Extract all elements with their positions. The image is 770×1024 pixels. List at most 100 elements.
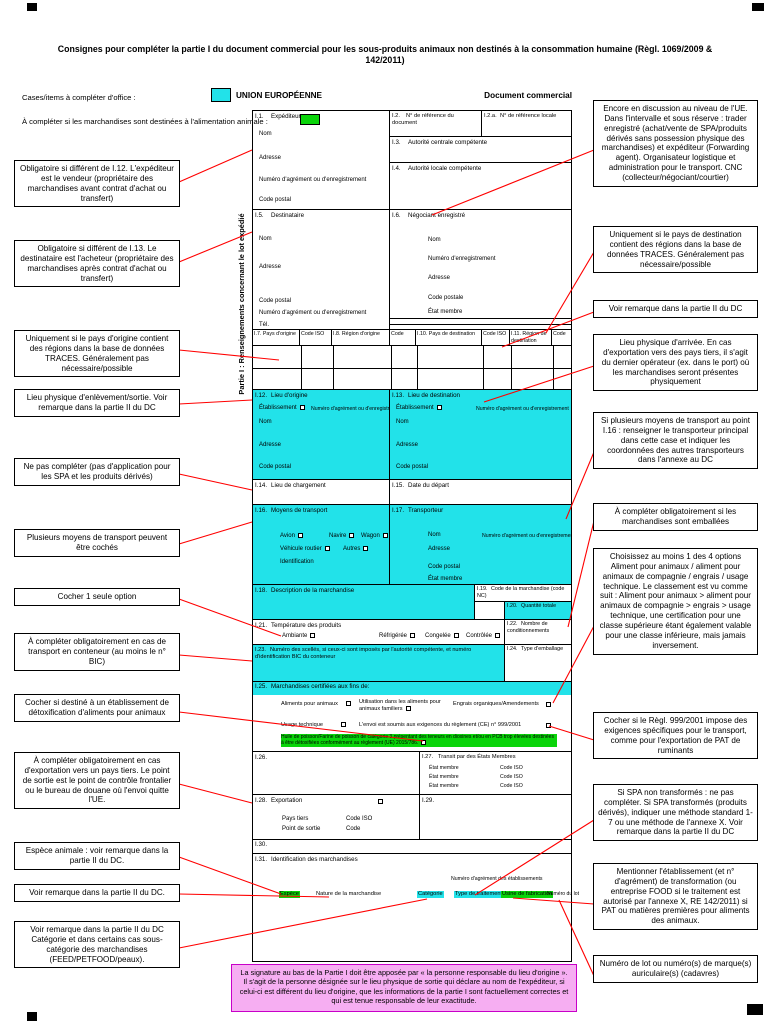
field-i20-quantite: I.20.Quantité totale xyxy=(505,602,572,620)
field-i2-reference: I.2.N° de référence du document xyxy=(390,110,482,137)
field-i3-autorite-centrale: I.3. Autorité centrale compétente xyxy=(390,137,572,163)
i16-autres-label: Autres xyxy=(343,546,361,552)
i4-title: Autorité locale compétente xyxy=(408,165,482,172)
i1-num: I.1. xyxy=(255,113,264,120)
i17-num: I.17. xyxy=(392,507,405,514)
field-i7-pays-origine: I.7. Pays d'origine xyxy=(252,330,300,346)
i25-opt1-label: Aliments pour animaux xyxy=(281,701,338,707)
checkbox-vehicule-routier[interactable] xyxy=(324,546,330,551)
page-title: Consignes pour compléter la partie I du … xyxy=(57,44,713,65)
i25-opt6-label: Huile de poisson/Farine de poisson de ca… xyxy=(281,734,554,747)
field-i5-destinataire: I.5.Destinataire Nom Adresse Code postal… xyxy=(252,210,390,330)
checkbox-autres[interactable] xyxy=(363,546,369,551)
i29-num: I.29. xyxy=(422,797,435,804)
checkbox-detoxification[interactable] xyxy=(421,740,427,746)
scan-corner-mark xyxy=(27,3,37,11)
checkbox-i13-etablissement[interactable] xyxy=(436,405,442,410)
i16-option-vehicule: Véhicule routier xyxy=(280,546,330,554)
note-right-2: Uniquement si le pays de destination con… xyxy=(593,226,758,274)
i5-cp-label: Code postal xyxy=(259,298,292,304)
i12-cp-label: Code postal xyxy=(259,464,292,470)
i12-etab-label: Établissement xyxy=(259,405,297,411)
field-i18-description: I.18.Description de la marchandise xyxy=(252,585,475,620)
i17-nom-label: Nom xyxy=(428,532,441,538)
i21-option-controlee: Contrôlée xyxy=(466,633,501,641)
i13-cp-label: Code postal xyxy=(396,464,429,470)
field-i13-lieu-destination: I.13.Lieu de destination Établissement N… xyxy=(390,390,572,480)
i31-espece-label: Espèce xyxy=(279,891,300,899)
legend-feed-label: À compléter si les marchandises sont des… xyxy=(22,117,268,126)
i3-title: Autorité centrale compétente xyxy=(408,139,488,146)
i12-title: Lieu d'origine xyxy=(271,392,308,399)
i27-etat-2: État membre xyxy=(429,774,459,780)
i20-title: Quantité totale xyxy=(521,603,557,609)
i14-title: Lieu de chargement xyxy=(271,482,326,489)
i2-num: I.2. xyxy=(392,113,400,119)
i16-option-autres: Autres xyxy=(343,546,369,554)
field-i27-transit: I.27.Transit par des États Membres État … xyxy=(420,752,572,795)
checkbox-congelee[interactable] xyxy=(453,633,459,638)
i22-title: Nombre de conditionnements xyxy=(507,621,550,634)
grid-divider xyxy=(417,346,418,389)
i7-num: I.7. xyxy=(254,331,262,337)
i17-title: Transporteur xyxy=(408,507,444,514)
i6-nom-label: Nom xyxy=(428,237,441,243)
field-i30: I.30. xyxy=(252,840,572,854)
checkbox-wagon[interactable] xyxy=(382,533,388,538)
checkbox-999-2001[interactable] xyxy=(546,723,551,728)
checkbox-aliments-familiers[interactable] xyxy=(405,705,411,711)
checkbox-usage-technique[interactable] xyxy=(340,722,346,727)
i11-num: I.11. xyxy=(511,331,521,337)
i14-num: I.14. xyxy=(255,482,268,489)
note-right-4: Lieu physique d'arrivée. En cas d'export… xyxy=(593,334,758,392)
note-left-5: Ne pas compléter (pas d'application pour… xyxy=(14,458,180,486)
i21-title: Température des produits xyxy=(271,622,342,629)
checkbox-refrigeree[interactable] xyxy=(410,633,416,638)
i10-code-label: Code ISO xyxy=(483,331,507,337)
checkbox-controlee[interactable] xyxy=(495,633,501,638)
checkbox-aliments-pour-animaux[interactable] xyxy=(345,701,351,706)
i27-etat-3: État membre xyxy=(429,783,459,789)
field-i24-emballage: I.24.Type d'emballage xyxy=(505,645,572,682)
i16-option-avion: Avion xyxy=(280,533,303,541)
scan-corner-mark xyxy=(747,1004,763,1015)
field-i21-temperature: I.21.Température des produits Ambiante R… xyxy=(252,620,505,645)
i16-navire-label: Navire xyxy=(329,533,347,539)
field-i15-date-depart: I.15.Date du départ xyxy=(390,480,572,505)
i25-opt2-label: Utilisation dans les aliments pour anima… xyxy=(359,699,441,712)
i3-num: I.3. xyxy=(392,139,401,146)
i5-tel-label: Tél. xyxy=(259,322,270,328)
checkbox-engrais[interactable] xyxy=(546,702,551,707)
checkbox-avion[interactable] xyxy=(297,533,303,538)
note-right-3: Voir remarque dans la partie II du DC xyxy=(593,300,758,318)
i7-i11-entry-area xyxy=(252,346,572,390)
i19-title: Code de la marchandise (code NC) xyxy=(477,586,565,599)
i19-num: I.19. xyxy=(477,586,488,592)
field-i28-exportation: I.28.Exportation Pays tiers Code ISO Poi… xyxy=(252,795,420,840)
i24-num: I.24. xyxy=(507,646,518,652)
note-right-11: Numéro de lot ou numéro(s) de marque(s) … xyxy=(593,955,758,983)
i22-num: I.22. xyxy=(507,621,518,627)
i21-congelee-label: Congelée xyxy=(425,633,451,639)
checkbox-i12-etablissement[interactable] xyxy=(299,405,305,410)
i6-num: I.6. xyxy=(392,212,401,219)
i16-avion-label: Avion xyxy=(280,533,295,539)
checkbox-navire[interactable] xyxy=(349,533,355,538)
i12-agrement-label: Numéro d'agrément ou d'enregistrement xyxy=(311,406,390,412)
field-i10-code-iso: Code ISO xyxy=(482,330,510,346)
field-i23-scelles: I.23.Numéro des scellés, si ceux-ci sont… xyxy=(252,645,505,682)
i6-adresse-label: Adresse xyxy=(428,275,451,281)
field-i16-moyens-transport: I.16.Moyens de transport Avion Navire Wa… xyxy=(252,505,390,585)
i10-num: I.10. xyxy=(417,331,428,337)
i6-cp-label: Code postale xyxy=(428,295,464,301)
i21-ambiante-label: Ambiante xyxy=(282,633,308,639)
i25-num: I.25. xyxy=(255,683,268,690)
checkbox-ambiante[interactable] xyxy=(310,633,316,638)
i31-traitement-label: Type de traitement xyxy=(454,891,504,899)
i12-nom-label: Nom xyxy=(259,419,272,425)
checkbox-exportation[interactable] xyxy=(378,799,383,804)
i2-title: N° de référence du document xyxy=(392,113,454,127)
i20-num: I.20. xyxy=(507,603,518,609)
i28-code-label: Code xyxy=(346,826,361,832)
